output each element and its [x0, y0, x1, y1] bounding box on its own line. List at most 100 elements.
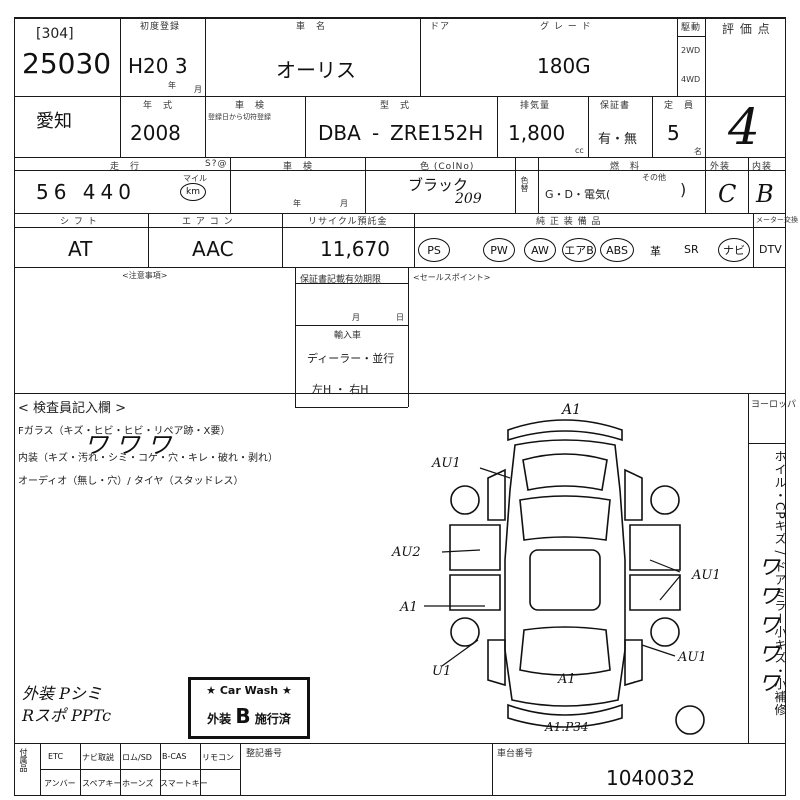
warranty-value: 有・無 [598, 132, 638, 147]
equip-airbag: エアB [562, 238, 596, 262]
shaken-label: 車 検 [283, 162, 314, 172]
footer-item-etc: ETC [48, 752, 64, 761]
model-prefix: DBA [318, 121, 361, 145]
drive-2wd: 2WD [681, 46, 701, 55]
car-wash-prefix: 外装 [207, 712, 232, 726]
interior-label: 内装 [752, 162, 773, 172]
doors-label: ドア [430, 22, 451, 32]
year-label: 年 式 [143, 101, 174, 111]
color-change: 色替 [520, 176, 529, 192]
interior-value: B [756, 180, 774, 208]
handwritten-interior: ワ ワ ワ [84, 431, 172, 459]
first-reg-value: H20 3 [128, 54, 188, 78]
mark-front: A1 [562, 402, 582, 418]
handwritten-exterior: 外装 Pシミ Rスポ PPTc [22, 684, 112, 725]
sales-point-label: <セールスポイント> [413, 273, 491, 282]
displacement-label: 排気量 [520, 101, 551, 111]
footer-item-nav-manual: ナビ取説 [82, 753, 114, 762]
grade-value: 180G [537, 54, 591, 78]
footer-item-remote: リモコン [202, 753, 234, 762]
right-handwritten: ワ ワ ワ ワ ワ [754, 555, 779, 693]
shaken-year: 年 [293, 199, 301, 208]
mileage-unit-label: S?@ [205, 159, 228, 169]
mile-unit: マイル [183, 174, 207, 183]
equipment-label: 純 正 装 備 品 [536, 217, 602, 227]
fuel-value: G・D・電気( [545, 188, 611, 201]
fuel-other: その他 [642, 173, 666, 182]
equip-aw: AW [524, 238, 556, 262]
drive-4wd: 4WD [681, 75, 701, 84]
car-wash-stamp: ★ Car Wash ★ 外装 B 施行済 [188, 677, 310, 739]
warranty-label: 保証書 [600, 101, 631, 111]
car-wash-grade: B [235, 704, 251, 728]
mark-rear: A1 [558, 672, 576, 687]
first-reg-label: 初度登録 [140, 22, 181, 32]
equip-abs: ABS [600, 238, 634, 262]
mark-right-rear: AU1 [678, 650, 707, 665]
cc-unit: cc [575, 146, 584, 155]
mileage-value: 56 440 [36, 180, 136, 204]
warranty-day: 日 [396, 313, 404, 322]
drive-label: 駆動 [681, 23, 702, 33]
footer-item-horns: ホーンズ [122, 779, 154, 788]
model-code: ZRE152H [390, 121, 484, 145]
hand-drive: 左H ・ 右H [312, 383, 369, 396]
score-label: 評 価 点 [722, 22, 771, 36]
car-wash-suffix: 施行済 [254, 712, 291, 726]
chassis-number: 1040032 [606, 766, 696, 790]
color-number: 209 [455, 191, 482, 207]
inspector-line3: オーディオ（無し・穴）/ タイヤ（スタッドレス） [18, 476, 244, 487]
seats-label: 定 員 [664, 101, 695, 111]
mileage-label: 走 行 [110, 162, 141, 172]
inspector-title: < 検査員記入欄 > [18, 401, 127, 416]
seats-value: 5 [667, 121, 680, 145]
inspection-note: 登録日から切符登録 [208, 113, 271, 121]
seats-unit: 名 [694, 147, 702, 156]
car-wash-line: 外装 B 施行済 [191, 704, 307, 728]
km-unit: km [180, 183, 206, 201]
equip-nav: ナビ [718, 238, 750, 262]
equip-dtv: DTV [759, 243, 782, 256]
mark-left-door: AU2 [392, 545, 421, 560]
warranty-month: 月 [352, 313, 360, 322]
equip-ps: PS [418, 238, 450, 262]
car-name-label: 車 名 [296, 22, 327, 32]
import-label: 輸入車 [334, 331, 362, 341]
caution-label: <注意事項> [122, 271, 168, 280]
month-unit: 月 [194, 85, 202, 94]
memo-label: ヨーロッパ [751, 400, 797, 410]
exterior-label: 外装 [710, 162, 731, 172]
equip-pw: PW [483, 238, 515, 262]
footer-item-spare-key: スペアキー [82, 779, 122, 788]
car-damage-diagram [424, 419, 705, 735]
score-value: 4 [728, 98, 760, 156]
car-name: オーリス [276, 58, 356, 82]
inspection-label: 車 検 [235, 101, 266, 111]
mark-left-bottom: U1 [432, 664, 452, 679]
fuel-label: 燃 料 [610, 162, 641, 172]
model-label: 型 式 [380, 101, 411, 111]
color-label: 色 (ColNo) [420, 162, 475, 172]
mark-left-rear: A1 [400, 600, 418, 615]
mark-rear-bumper: A1.P34 [545, 720, 589, 734]
right-vertical-note: ホイル・CPキズ / ドアミラー小キズ・小補修 [773, 450, 787, 717]
region: 愛知 [36, 111, 72, 132]
mark-left-front: AU1 [432, 456, 461, 471]
grade-label: グ レ ー ド [540, 22, 592, 32]
footer-item-amber: アンバー [44, 779, 76, 788]
ac-label: エ ア コ ン [182, 217, 234, 227]
inspector-line1: Fガラス（キズ・ヒビ・ヒビ・リペア跡・X要） [18, 426, 231, 437]
ac-value: AAC [192, 237, 234, 261]
meter-label: メーター交換 [756, 216, 798, 224]
shift-label: シ フ ト [60, 217, 98, 227]
lot-code: [304] [36, 26, 74, 42]
shift-value: AT [68, 237, 93, 261]
color-value: ブラック [408, 176, 469, 194]
inspector-line2: 内装（キズ・汚れ・シミ・コゲ・穴・キレ・破れ・剥れ） [18, 453, 278, 464]
exterior-value: C [718, 180, 737, 208]
displacement: 1,800 [508, 121, 566, 145]
equip-sunroof: SR [684, 243, 699, 256]
equip-leather: 革 [650, 245, 661, 258]
warranty-exp-label: 保証書記載有効期限 [300, 275, 382, 285]
year-value: 2008 [130, 121, 181, 145]
